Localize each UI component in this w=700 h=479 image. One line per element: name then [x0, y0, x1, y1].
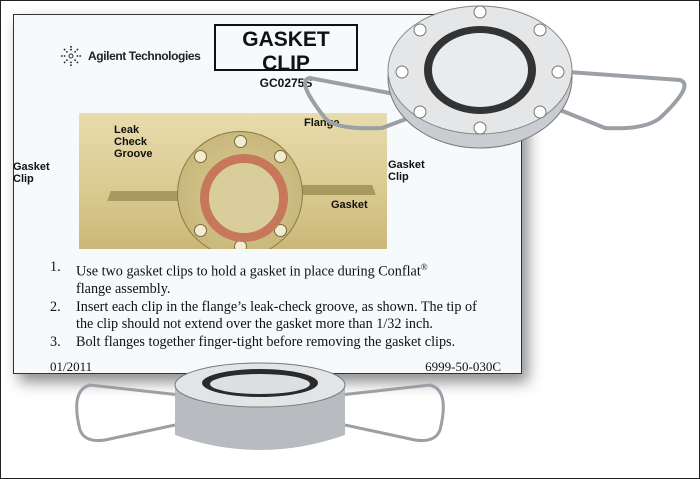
- product-title: GASKET CLIP: [242, 28, 330, 75]
- wire-clip-left: [303, 75, 431, 131]
- instruction-steps: 1. Use two gasket clips to hold a gasket…: [50, 259, 495, 351]
- title-box: GASKET CLIP GC0275S: [214, 24, 358, 90]
- label-flange: Flange: [304, 117, 340, 129]
- part-number: GC0275S: [259, 76, 313, 90]
- flange-with-clips-bottom: [75, 362, 445, 450]
- step-number: 2.: [50, 298, 61, 315]
- step-text: Bolt flanges together finger-tight befor…: [76, 333, 456, 350]
- step-2: 2. Insert each clip in the flange’s leak…: [50, 299, 495, 334]
- step-1: 1. Use two gasket clips to hold a gasket…: [50, 259, 495, 299]
- flange-image: [177, 131, 303, 249]
- label-gasket-clip-left: Gasket Clip: [13, 161, 50, 185]
- date: 01/2011: [50, 359, 93, 374]
- gasket-clip-left-image: [107, 191, 186, 201]
- registered-mark: ®: [420, 262, 428, 272]
- step-text: Insert each clip in the flange’s leak-ch…: [76, 298, 477, 333]
- label-gasket-clip-right: Gasket Clip: [388, 159, 425, 183]
- agilent-spark-icon: [60, 45, 82, 67]
- step-number: 1.: [50, 259, 61, 275]
- gasket-image: [200, 154, 288, 242]
- instruction-card: Agilent Technologies GASKET CLIP GC0275S…: [13, 14, 522, 374]
- step-3: 3. Bolt flanges together finger-tight be…: [50, 334, 495, 352]
- brand-name: Agilent Technologies: [88, 49, 201, 63]
- wire-clip-left: [75, 383, 181, 442]
- step-number: 3.: [50, 333, 61, 350]
- step-text-cont: flange assembly.: [76, 281, 171, 298]
- gasket-clip-right-image: [292, 185, 376, 195]
- step-text-main: Use two gasket clips to hold a gasket in…: [76, 263, 421, 280]
- label-gasket: Gasket: [331, 199, 368, 211]
- label-leak-check-groove: Leak Check Groove: [114, 124, 153, 160]
- step-text: Use two gasket clips to hold a gasket in…: [76, 259, 428, 299]
- wire-clip-right: [339, 383, 445, 442]
- wire-clip-right: [539, 68, 687, 131]
- flange-with-clips-top: [303, 5, 687, 149]
- flange-photo: Leak Check Groove Flange Gasket: [79, 113, 387, 249]
- doc-number: 6999-50-030C: [425, 359, 501, 374]
- brand-logo: Agilent Technologies: [60, 45, 201, 67]
